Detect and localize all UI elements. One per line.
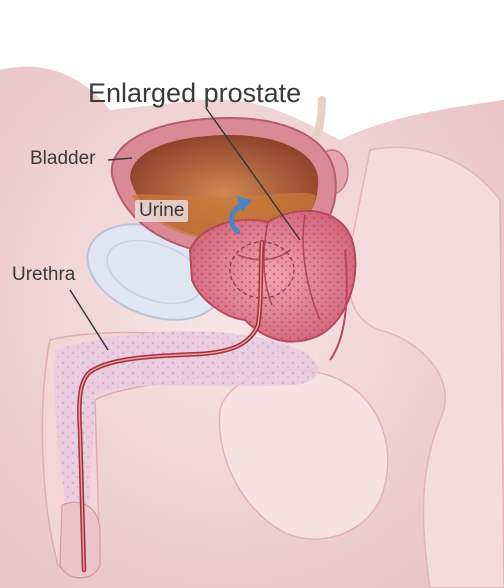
enlarged-prostate-label: Enlarged prostate: [88, 78, 301, 109]
urethra-label: Urethra: [12, 264, 75, 286]
glans: [60, 502, 100, 577]
urine-label: Urine: [135, 200, 188, 222]
bladder-label: Bladder: [30, 148, 96, 170]
